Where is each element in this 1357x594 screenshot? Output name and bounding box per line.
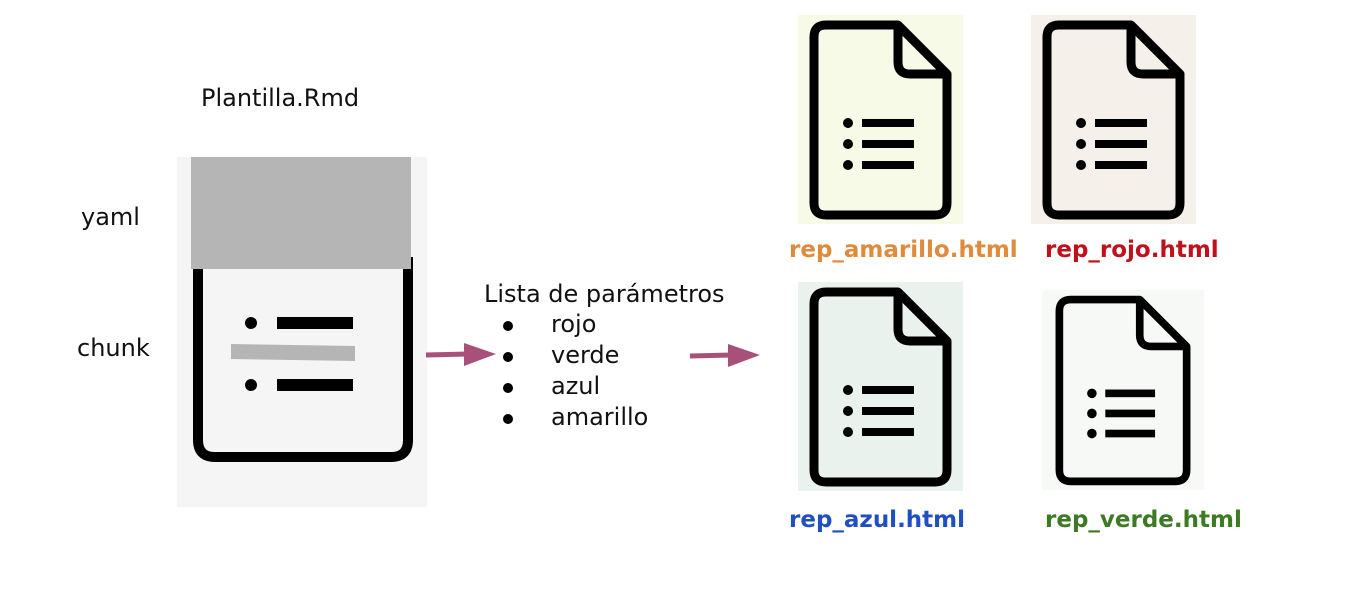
document-icon — [1055, 295, 1191, 486]
yaml-block — [191, 157, 411, 269]
list-item: verde — [503, 340, 703, 371]
chunk-label: chunk — [77, 334, 150, 362]
template-document — [177, 157, 427, 507]
document-icon — [809, 287, 952, 487]
arrow-right-icon — [690, 344, 760, 367]
bullet-icon — [503, 352, 513, 362]
bullet-icon — [503, 383, 513, 393]
output-label-verde: rep_verde.html — [1045, 507, 1242, 533]
parameters-title: Lista de parámetros — [484, 280, 725, 308]
document-icon — [1042, 20, 1185, 220]
arrow-right-icon — [426, 343, 496, 366]
chunk-block — [231, 344, 355, 361]
output-label-rojo: rep_rojo.html — [1045, 237, 1219, 263]
output-document-amarillo — [798, 15, 963, 224]
output-label-azul: rep_azul.html — [789, 507, 966, 533]
bullet-icon — [503, 321, 513, 331]
output-document-verde — [1042, 290, 1204, 490]
list-item: amarillo — [503, 402, 703, 433]
list-item: azul — [503, 371, 703, 402]
output-document-rojo — [1031, 15, 1196, 224]
document-icon — [809, 20, 952, 220]
template-document-icon — [191, 157, 413, 462]
parameters-list: rojo verde azul amarillo — [503, 309, 703, 433]
output-document-azul — [798, 282, 963, 491]
output-label-amarillo: rep_amarillo.html — [789, 237, 1018, 263]
bullet-icon — [503, 414, 513, 424]
template-filename: Plantilla.Rmd — [201, 84, 360, 112]
yaml-label: yaml — [81, 203, 140, 231]
list-item: rojo — [503, 309, 703, 340]
